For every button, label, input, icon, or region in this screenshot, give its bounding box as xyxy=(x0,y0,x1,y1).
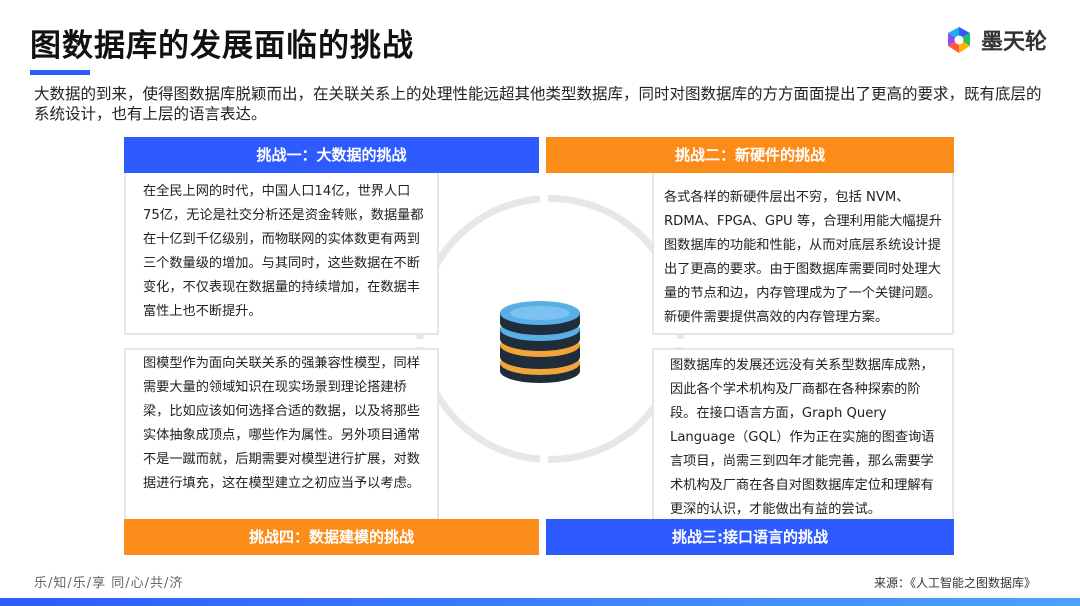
challenge-text-2: 各式各样的新硬件层出不穷，包括 NVM、RDMA、FPGA、GPU 等，合理利用… xyxy=(664,190,942,325)
database-icon xyxy=(500,301,580,383)
challenge-title-4: 挑战四：数据建模的挑战 xyxy=(124,519,539,555)
challenge-text-1: 在全民上网的时代，中国人口14亿，世界人口75亿，无论是社交分析还是资金转账，数… xyxy=(143,184,424,319)
intro-paragraph: 大数据的到来，使得图数据库脱颖而出，在关联关系上的处理性能远超其他类型数据库，同… xyxy=(34,85,1042,123)
motianlun-logo-icon xyxy=(948,27,970,53)
brand-name: 墨天轮 xyxy=(981,30,1048,55)
challenge-box-2: 各式各样的新硬件层出不穷，包括 NVM、RDMA、FPGA、GPU 等，合理利用… xyxy=(652,170,954,335)
footer-source: 来源：《人工智能之图数据库》 xyxy=(873,576,1036,590)
challenge-box-3: 图数据库的发展还远没有关系型数据库成熟，因此各个学术机构及厂商都在各种探索的阶段… xyxy=(652,348,954,523)
footer-bar xyxy=(0,598,1080,606)
challenge-title-1: 挑战一：大数据的挑战 xyxy=(124,137,539,173)
challenge-box-4: 图模型作为面向关联关系的强兼容性模型，同样需要大量的领域知识在现实场景到理论搭建… xyxy=(124,348,439,523)
challenge-text-3: 图数据库的发展还远没有关系型数据库成熟，因此各个学术机构及厂商都在各种探索的阶段… xyxy=(670,358,935,517)
footer-slogan: 乐/知/乐/享 同/心/共/济 xyxy=(34,576,184,591)
page-title: 图数据库的发展面临的挑战 xyxy=(30,28,414,64)
challenge-title-3: 挑战三:接口语言的挑战 xyxy=(546,519,954,555)
challenge-title-2: 挑战二：新硬件的挑战 xyxy=(546,137,954,173)
brand-logo: 墨天轮 xyxy=(943,20,1047,60)
challenge-text-4: 图模型作为面向关联关系的强兼容性模型，同样需要大量的领域知识在现实场景到理论搭建… xyxy=(143,356,420,491)
title-underline xyxy=(30,70,90,75)
challenge-box-1: 在全民上网的时代，中国人口14亿，世界人口75亿，无论是社交分析还是资金转账，数… xyxy=(124,170,439,335)
